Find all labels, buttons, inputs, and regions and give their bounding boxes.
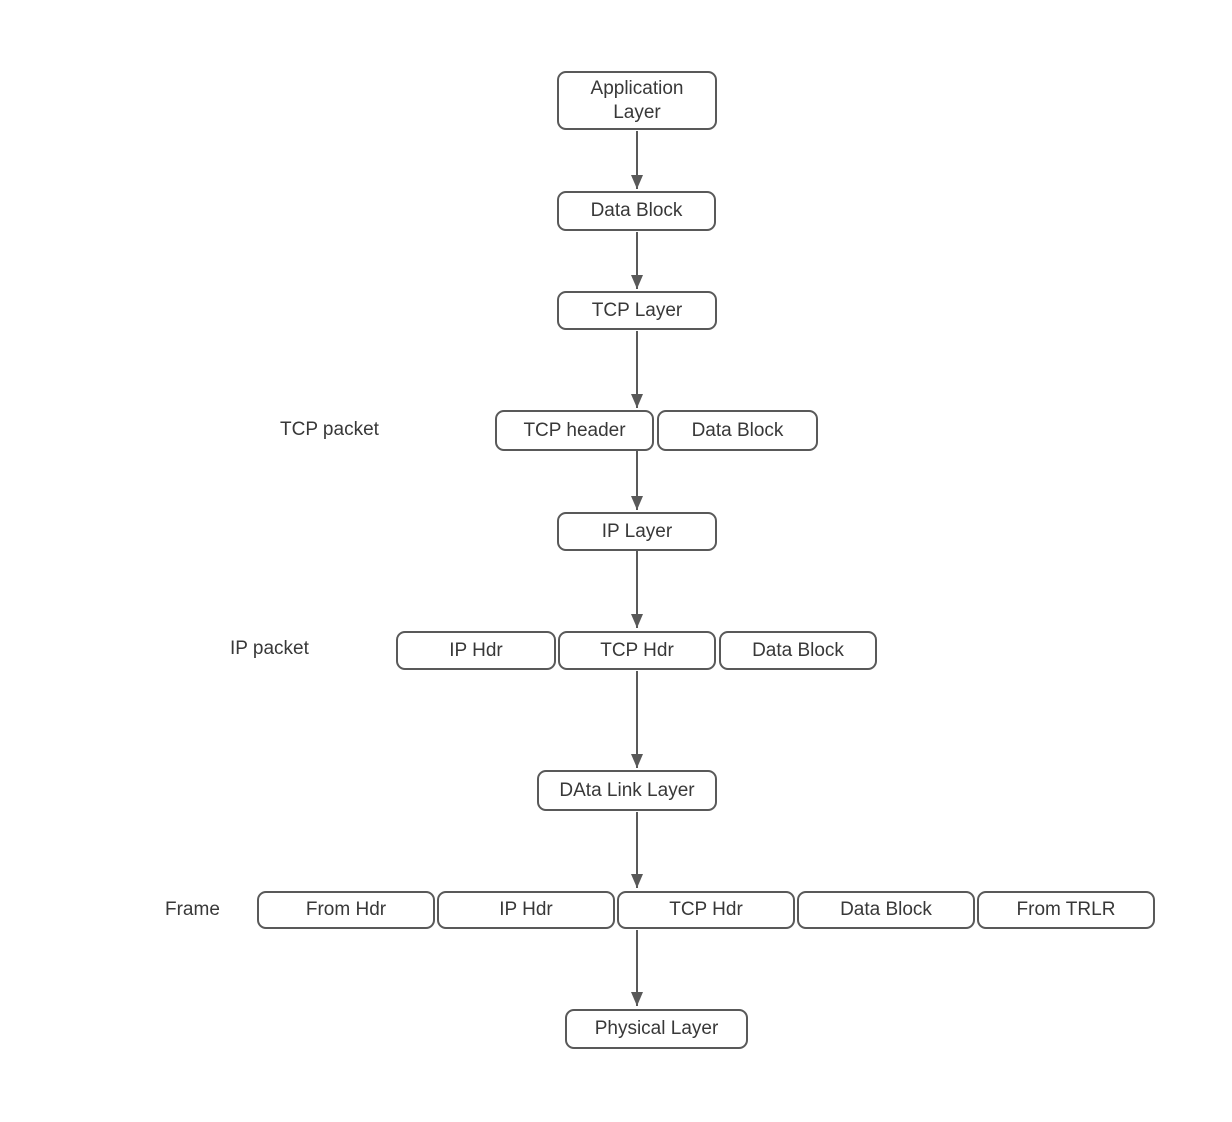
- node-ip-layer-label: IP Layer: [601, 520, 673, 542]
- node-data-block-label: Data Block: [590, 200, 683, 222]
- node-frame-tcp-hdr: TCP Hdr: [617, 891, 795, 929]
- node-frame-data-block-label: Data Block: [840, 899, 932, 921]
- node-physical-layer: Physical Layer: [565, 1009, 748, 1049]
- node-frame-tcp-hdr-label: TCP Hdr: [669, 899, 743, 921]
- node-tcp-header-label: TCP header: [523, 419, 626, 441]
- node-tcp-data-block-label: Data Block: [691, 419, 784, 441]
- node-application-layer: Application Layer: [557, 71, 717, 130]
- node-ip-layer: IP Layer: [557, 512, 717, 551]
- node-ip-data-block-label: Data Block: [752, 639, 844, 661]
- node-frame-from-trlr-label: From TRLR: [1016, 899, 1116, 921]
- node-ip-hdr-label: IP Hdr: [449, 639, 503, 661]
- label-frame: Frame: [165, 899, 220, 920]
- node-frame-ip-hdr: IP Hdr: [437, 891, 615, 929]
- node-frame-from-hdr-label: From Hdr: [305, 899, 387, 921]
- node-ip-data-block: Data Block: [719, 631, 877, 670]
- node-data-link-layer: DAta Link Layer: [537, 770, 717, 811]
- node-ip-tcp-hdr: TCP Hdr: [558, 631, 716, 670]
- node-application-layer-label: Application Layer: [590, 77, 684, 123]
- node-frame-data-block: Data Block: [797, 891, 975, 929]
- label-ip-packet: IP packet: [230, 638, 309, 659]
- node-tcp-layer: TCP Layer: [557, 291, 717, 330]
- node-frame-from-trlr: From TRLR: [977, 891, 1155, 929]
- node-tcp-data-block: Data Block: [657, 410, 818, 451]
- node-ip-tcp-hdr-label: TCP Hdr: [600, 639, 674, 661]
- node-data-block: Data Block: [557, 191, 716, 231]
- node-tcp-layer-label: TCP Layer: [591, 299, 683, 321]
- node-physical-layer-label: Physical Layer: [594, 1018, 719, 1040]
- node-frame-from-hdr: From Hdr: [257, 891, 435, 929]
- label-tcp-packet: TCP packet: [280, 419, 379, 440]
- node-tcp-header: TCP header: [495, 410, 654, 451]
- node-ip-hdr: IP Hdr: [396, 631, 556, 670]
- node-data-link-layer-label: DAta Link Layer: [559, 779, 695, 801]
- node-frame-ip-hdr-label: IP Hdr: [499, 899, 553, 921]
